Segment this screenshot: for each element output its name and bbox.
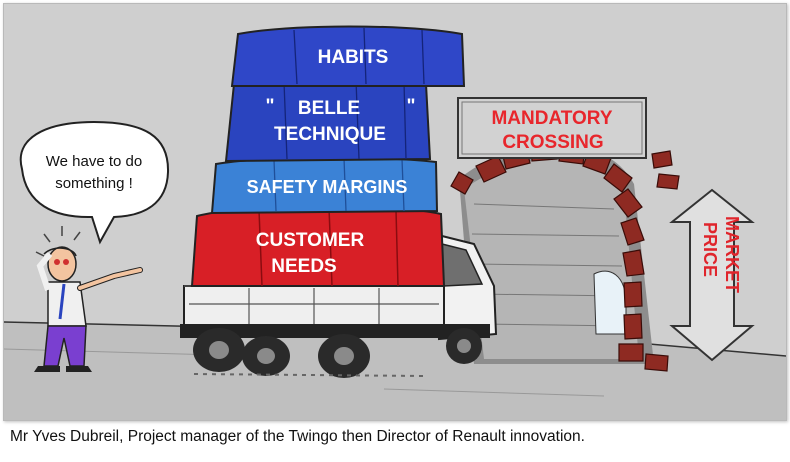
market-price-line1: MARKET (722, 216, 742, 293)
speech-bubble: We have to do something ! (19, 120, 170, 245)
customer-needs-load: CUSTOMER NEEDS (190, 204, 446, 287)
quote-left: " (265, 96, 274, 117)
man-head (47, 246, 77, 282)
habits-label: HABITS (318, 47, 389, 68)
customer-needs-line2: NEEDS (271, 256, 336, 277)
safety-margins-load: SAFETY MARGINS (210, 156, 439, 215)
customer-needs-line1: CUSTOMER (256, 230, 365, 251)
tunnel-exit-light (593, 270, 627, 335)
tunnel (459, 144, 654, 364)
safety-margins-label: SAFETY MARGINS (247, 177, 408, 197)
sign-line1: MANDATORY (491, 108, 612, 129)
belle-technique-line2: TECHNIQUE (274, 124, 386, 145)
truck-chassis (180, 324, 490, 338)
speech-line2: something ! (55, 175, 133, 192)
truck (180, 232, 498, 378)
market-price-line2: PRICE (700, 222, 720, 277)
cartoon-illustration: CUSTOMER NEEDS SAFETY MARGINS " BELLE " … (4, 4, 786, 420)
sign-line2: CROSSING (502, 132, 603, 153)
belle-technique-load: " BELLE " TECHNIQUE (224, 77, 432, 163)
quote-right: " (406, 96, 415, 117)
market-price-arrow: MARKET PRICE (669, 188, 755, 362)
belle-technique-line1: BELLE (298, 98, 360, 119)
worried-man (34, 226, 143, 372)
cartoon-frame: CUSTOMER NEEDS SAFETY MARGINS " BELLE " … (3, 3, 787, 421)
speech-line1: We have to do (46, 153, 142, 170)
figure-caption: Mr Yves Dubreil, Project manager of the … (10, 428, 585, 445)
mandatory-crossing-sign: MANDATORY CROSSING (457, 97, 647, 159)
habits-load: HABITS (230, 25, 466, 87)
